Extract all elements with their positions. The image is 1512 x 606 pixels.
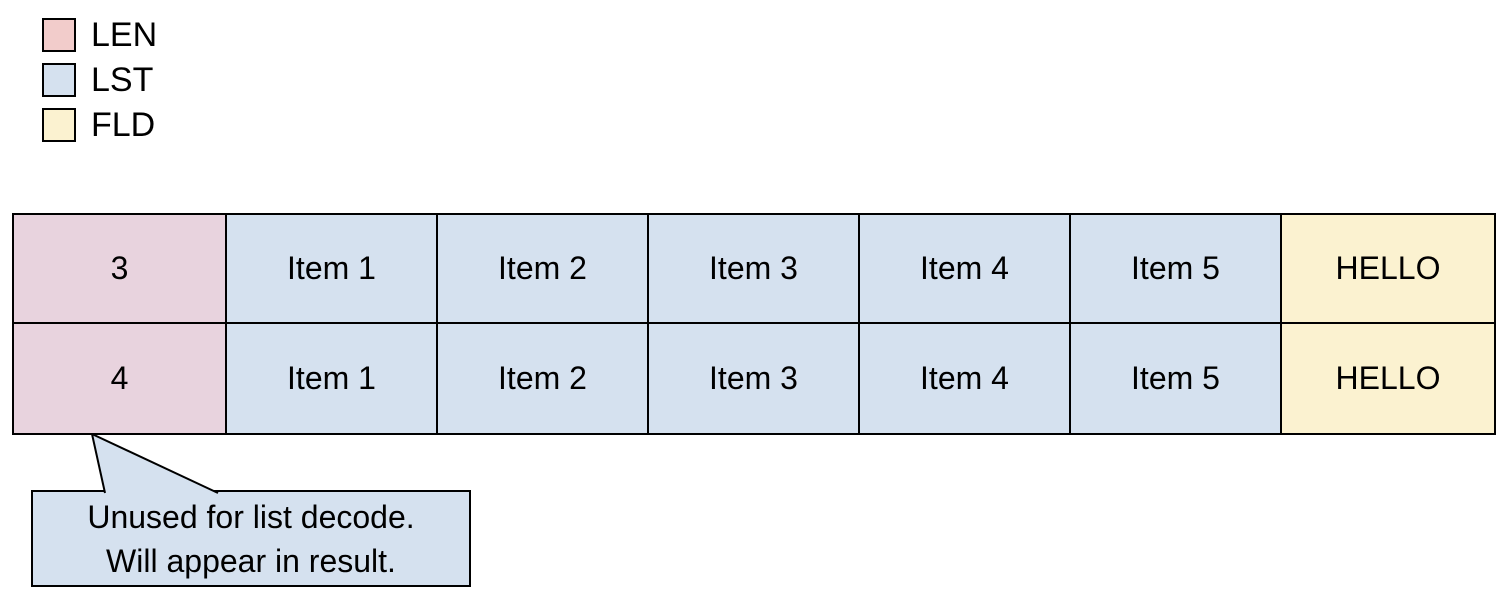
lst-color-swatch (42, 63, 76, 97)
callout-tail-pointer (91, 433, 219, 494)
len-cell: 3 (14, 215, 227, 324)
fld-color-swatch (42, 108, 76, 142)
legend-item-len: LEN (42, 18, 157, 52)
list-item-cell: Item 2 (438, 215, 649, 324)
legend: LEN LST FLD (42, 18, 157, 153)
list-item-cell: Item 4 (860, 324, 1071, 433)
legend-label-fld: FLD (91, 106, 156, 144)
field-cell: HELLO (1282, 215, 1494, 324)
legend-item-lst: LST (42, 63, 157, 97)
legend-item-fld: FLD (42, 108, 157, 142)
encoded-list-table: 3 Item 1 Item 2 Item 3 Item 4 Item 5 HEL… (12, 213, 1496, 435)
callout-note: Unused for list decode. Will appear in r… (31, 490, 471, 587)
len-cell: 4 (14, 324, 227, 433)
list-item-cell: Item 5 (1071, 215, 1282, 324)
list-item-cell: Item 5 (1071, 324, 1282, 433)
len-color-swatch (42, 18, 76, 52)
list-item-cell: Item 3 (649, 215, 860, 324)
legend-label-lst: LST (91, 61, 154, 99)
list-item-cell: Item 3 (649, 324, 860, 433)
list-item-cell: Item 4 (860, 215, 1071, 324)
callout-text-line1: Unused for list decode. (87, 498, 415, 535)
list-item-cell: Item 1 (227, 215, 438, 324)
list-item-cell: Item 1 (227, 324, 438, 433)
list-item-cell: Item 2 (438, 324, 649, 433)
field-cell: HELLO (1282, 324, 1494, 433)
legend-label-len: LEN (91, 16, 158, 54)
callout-text-line2: Will appear in result. (106, 542, 396, 579)
